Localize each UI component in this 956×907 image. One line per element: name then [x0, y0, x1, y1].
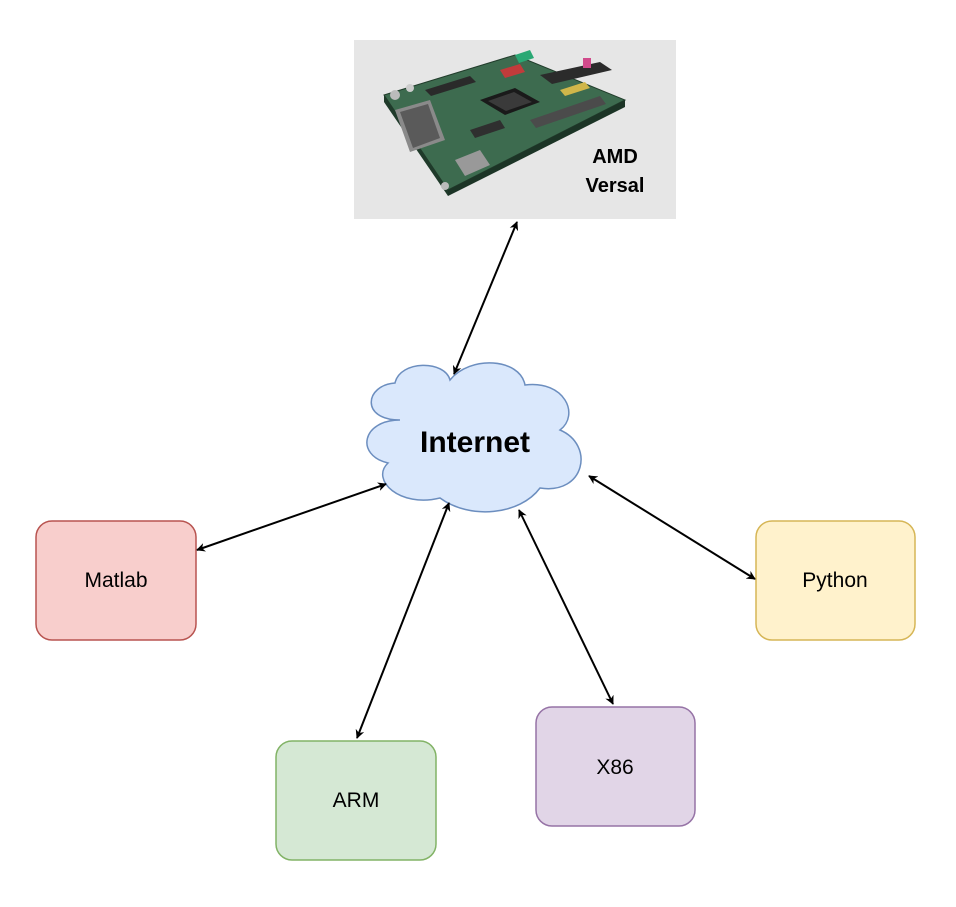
edge-x86-internet[interactable] — [518, 509, 614, 705]
node-matlab-label: Matlab — [84, 569, 147, 592]
amd-versal-board[interactable]: AMD Versal — [354, 40, 676, 219]
edge-arm-internet[interactable] — [355, 502, 451, 739]
node-python[interactable]: Python — [755, 520, 916, 641]
edge-python-internet[interactable] — [588, 475, 756, 580]
internet-cloud[interactable]: Internet — [366, 362, 582, 513]
node-python-label: Python — [802, 569, 867, 592]
node-arm[interactable]: ARM — [275, 740, 437, 861]
node-matlab[interactable]: Matlab — [35, 520, 197, 641]
board-label-line2: Versal — [586, 175, 645, 197]
edge-matlab-internet[interactable] — [196, 482, 387, 552]
edge-board-internet[interactable] — [452, 221, 519, 375]
node-arm-label: ARM — [333, 789, 380, 812]
fpga-board-icon — [383, 50, 627, 196]
node-x86[interactable]: X86 — [535, 706, 696, 827]
node-python-box — [755, 520, 916, 641]
cloud-shape — [366, 362, 582, 513]
node-arm-box — [275, 740, 437, 861]
node-matlab-box — [35, 520, 197, 641]
cloud-label: Internet — [420, 426, 530, 459]
node-x86-label: X86 — [596, 756, 633, 779]
node-x86-box — [535, 706, 696, 827]
board-label-line1: AMD — [592, 146, 638, 168]
